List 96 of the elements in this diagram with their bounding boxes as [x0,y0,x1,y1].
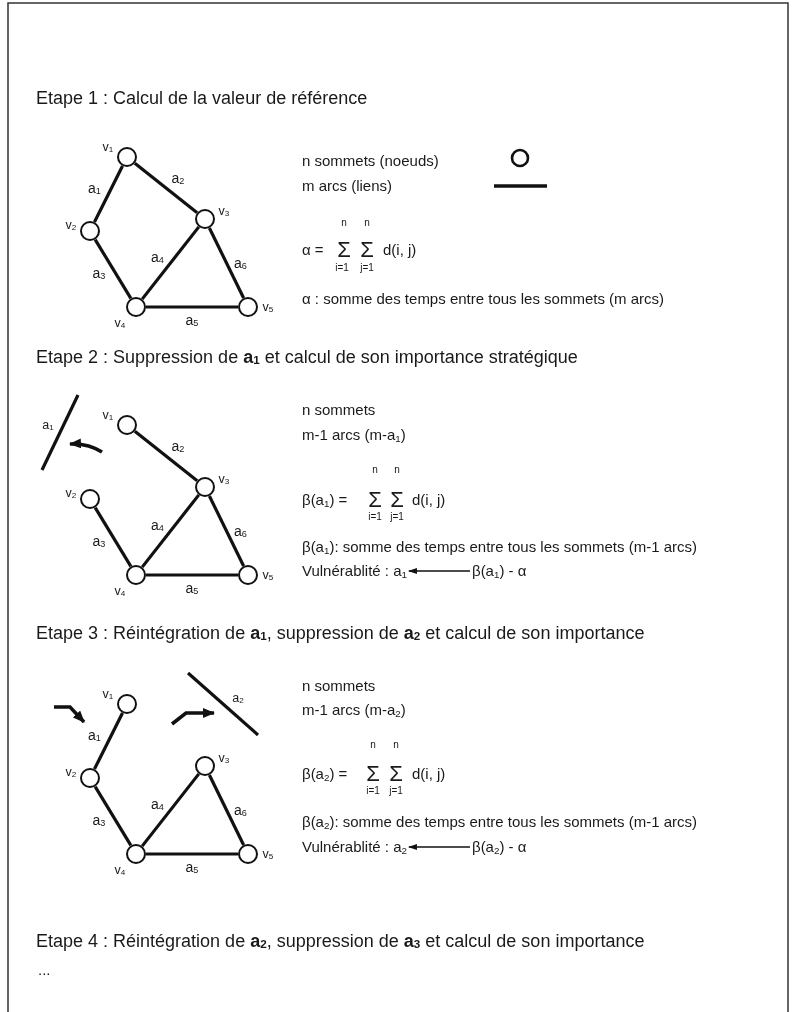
arrow [69,438,103,454]
vertex-circle [80,489,100,509]
step-heading: Etape 1 : Calcul de la valeur de référence [36,87,368,109]
description-text: β(a$_{2}$): somme des temps entre tous les sommets (m-1 arcs) [302,813,697,831]
vertex-circle [195,756,215,776]
vertex-circle [195,209,215,229]
vertex-circle [126,297,146,317]
arc-line [93,785,133,847]
arc-line [146,573,238,577]
vertex-circle [238,844,258,864]
arc-line [140,493,201,569]
vertex-circle [117,147,137,167]
arc-line [93,712,124,770]
formula-text: m-1 arcs (m-a$_{1}$) [302,426,406,444]
legend-text: n sommets (noeuds) [302,152,439,170]
summation-symbol: Σ [366,761,380,787]
summation-limit: n [393,739,399,751]
summation-limit: n [364,217,370,229]
summation-limit: j=1 [360,262,374,274]
removed-arc-bar [40,393,80,472]
arc-line [207,227,246,299]
summation-limit: n [370,739,376,751]
summation-limit: j=1 [390,511,404,523]
vertex-label: v$_{1}$ [102,686,114,702]
summation-limit: i=1 [366,785,380,797]
vertex-label: v$_{2}$ [65,485,77,501]
arrow [407,568,471,574]
vertex-label: v$_{3}$ [218,471,230,487]
summation-limit: i=1 [368,511,382,523]
formula-text: n sommets [302,401,376,419]
formula-text: β(a$_{1}$) = [302,491,348,509]
formula-text: d(i, j) [383,241,417,259]
arc-line [93,238,133,300]
vertex-circle [238,297,258,317]
vertex-circle [195,477,215,497]
formula-text: d(i, j) [412,491,446,509]
arc-line [133,429,199,483]
arrow [407,844,471,850]
formula-text: d(i, j) [412,765,446,783]
description-text: β(a$_{1}$): somme des temps entre tous les sommets (m-1 arcs) [302,538,697,556]
vertex-label: v$_{4}$ [114,583,126,599]
formula-text: α = [302,241,324,259]
vertex-circle [117,415,137,435]
arc-line [207,495,246,567]
ellipsis-text: ... [38,961,51,979]
vertex-label: v$_{2}$ [65,217,77,233]
summation-symbol: Σ [360,237,374,263]
vertex-circle [80,768,100,788]
vertex-circle [126,844,146,864]
vertex-label: v$_{2}$ [65,764,77,780]
step-heading: Etape 3 : Réintégration de a$_{1}$, suppression de a$_{2}$ et calcul de son importance [36,622,645,644]
vertex-circle [117,694,137,714]
step-heading: Etape 4 : Réintégration de a$_{2}$, suppression de a$_{3}$ et calcul de son importance [36,930,645,952]
vertex-label: v$_{4}$ [114,315,126,331]
formula-text: Vulnérablité : a$_{2}$ [302,838,407,856]
vertex-label: v$_{1}$ [102,407,114,423]
arc-line [146,852,238,856]
description-text: α : somme des temps entre tous les sommets (m arcs) [302,290,665,308]
vertex-circle [80,221,100,241]
formula-text: β(a$_{2}$) - α [472,838,527,856]
vertex-label: v$_{5}$ [262,299,274,315]
arc-line [93,506,133,568]
summation-symbol: Σ [389,761,403,787]
vertex-circle [238,565,258,585]
arc-line [140,772,201,848]
summation-limit: i=1 [335,262,349,274]
vertex-label: v$_{3}$ [218,203,230,219]
summation-limit: n [372,464,378,476]
vertex-label: v$_{1}$ [102,139,114,155]
vertex-label: v$_{5}$ [262,567,274,583]
formula-text: m-1 arcs (m-a$_{2}$) [302,701,406,719]
arrow [170,708,215,726]
vertex-label: v$_{5}$ [262,846,274,862]
vertex-label: v$_{4}$ [114,862,126,878]
arc-line [93,165,124,223]
summation-limit: n [341,217,347,229]
formula-text: β(a$_{1}$) - α [472,562,527,580]
summation-symbol: Σ [390,487,404,513]
arc-line [146,305,238,309]
arc-label: a$_{2}$ [232,690,244,706]
summation-symbol: Σ [337,237,351,263]
summation-limit: j=1 [389,785,403,797]
legend-text: m arcs (liens) [302,177,392,195]
arc-label: a$_{1}$ [42,417,54,433]
removed-arc-bar [186,671,260,737]
arc-line [140,225,201,301]
formula-text: Vulnérablité : a$_{1}$ [302,562,407,580]
formula-text: β(a$_{2}$) = [302,765,348,783]
arc-line [207,774,246,846]
summation-limit: n [394,464,400,476]
vertex-label: v$_{3}$ [218,750,230,766]
vertex-circle [126,565,146,585]
formula-text: n sommets [302,677,376,695]
step-heading: Etape 2 : Suppression de a$_{1}$ et calcul de son importance stratégique [36,346,578,368]
summation-symbol: Σ [368,487,382,513]
arc-line [133,161,199,215]
